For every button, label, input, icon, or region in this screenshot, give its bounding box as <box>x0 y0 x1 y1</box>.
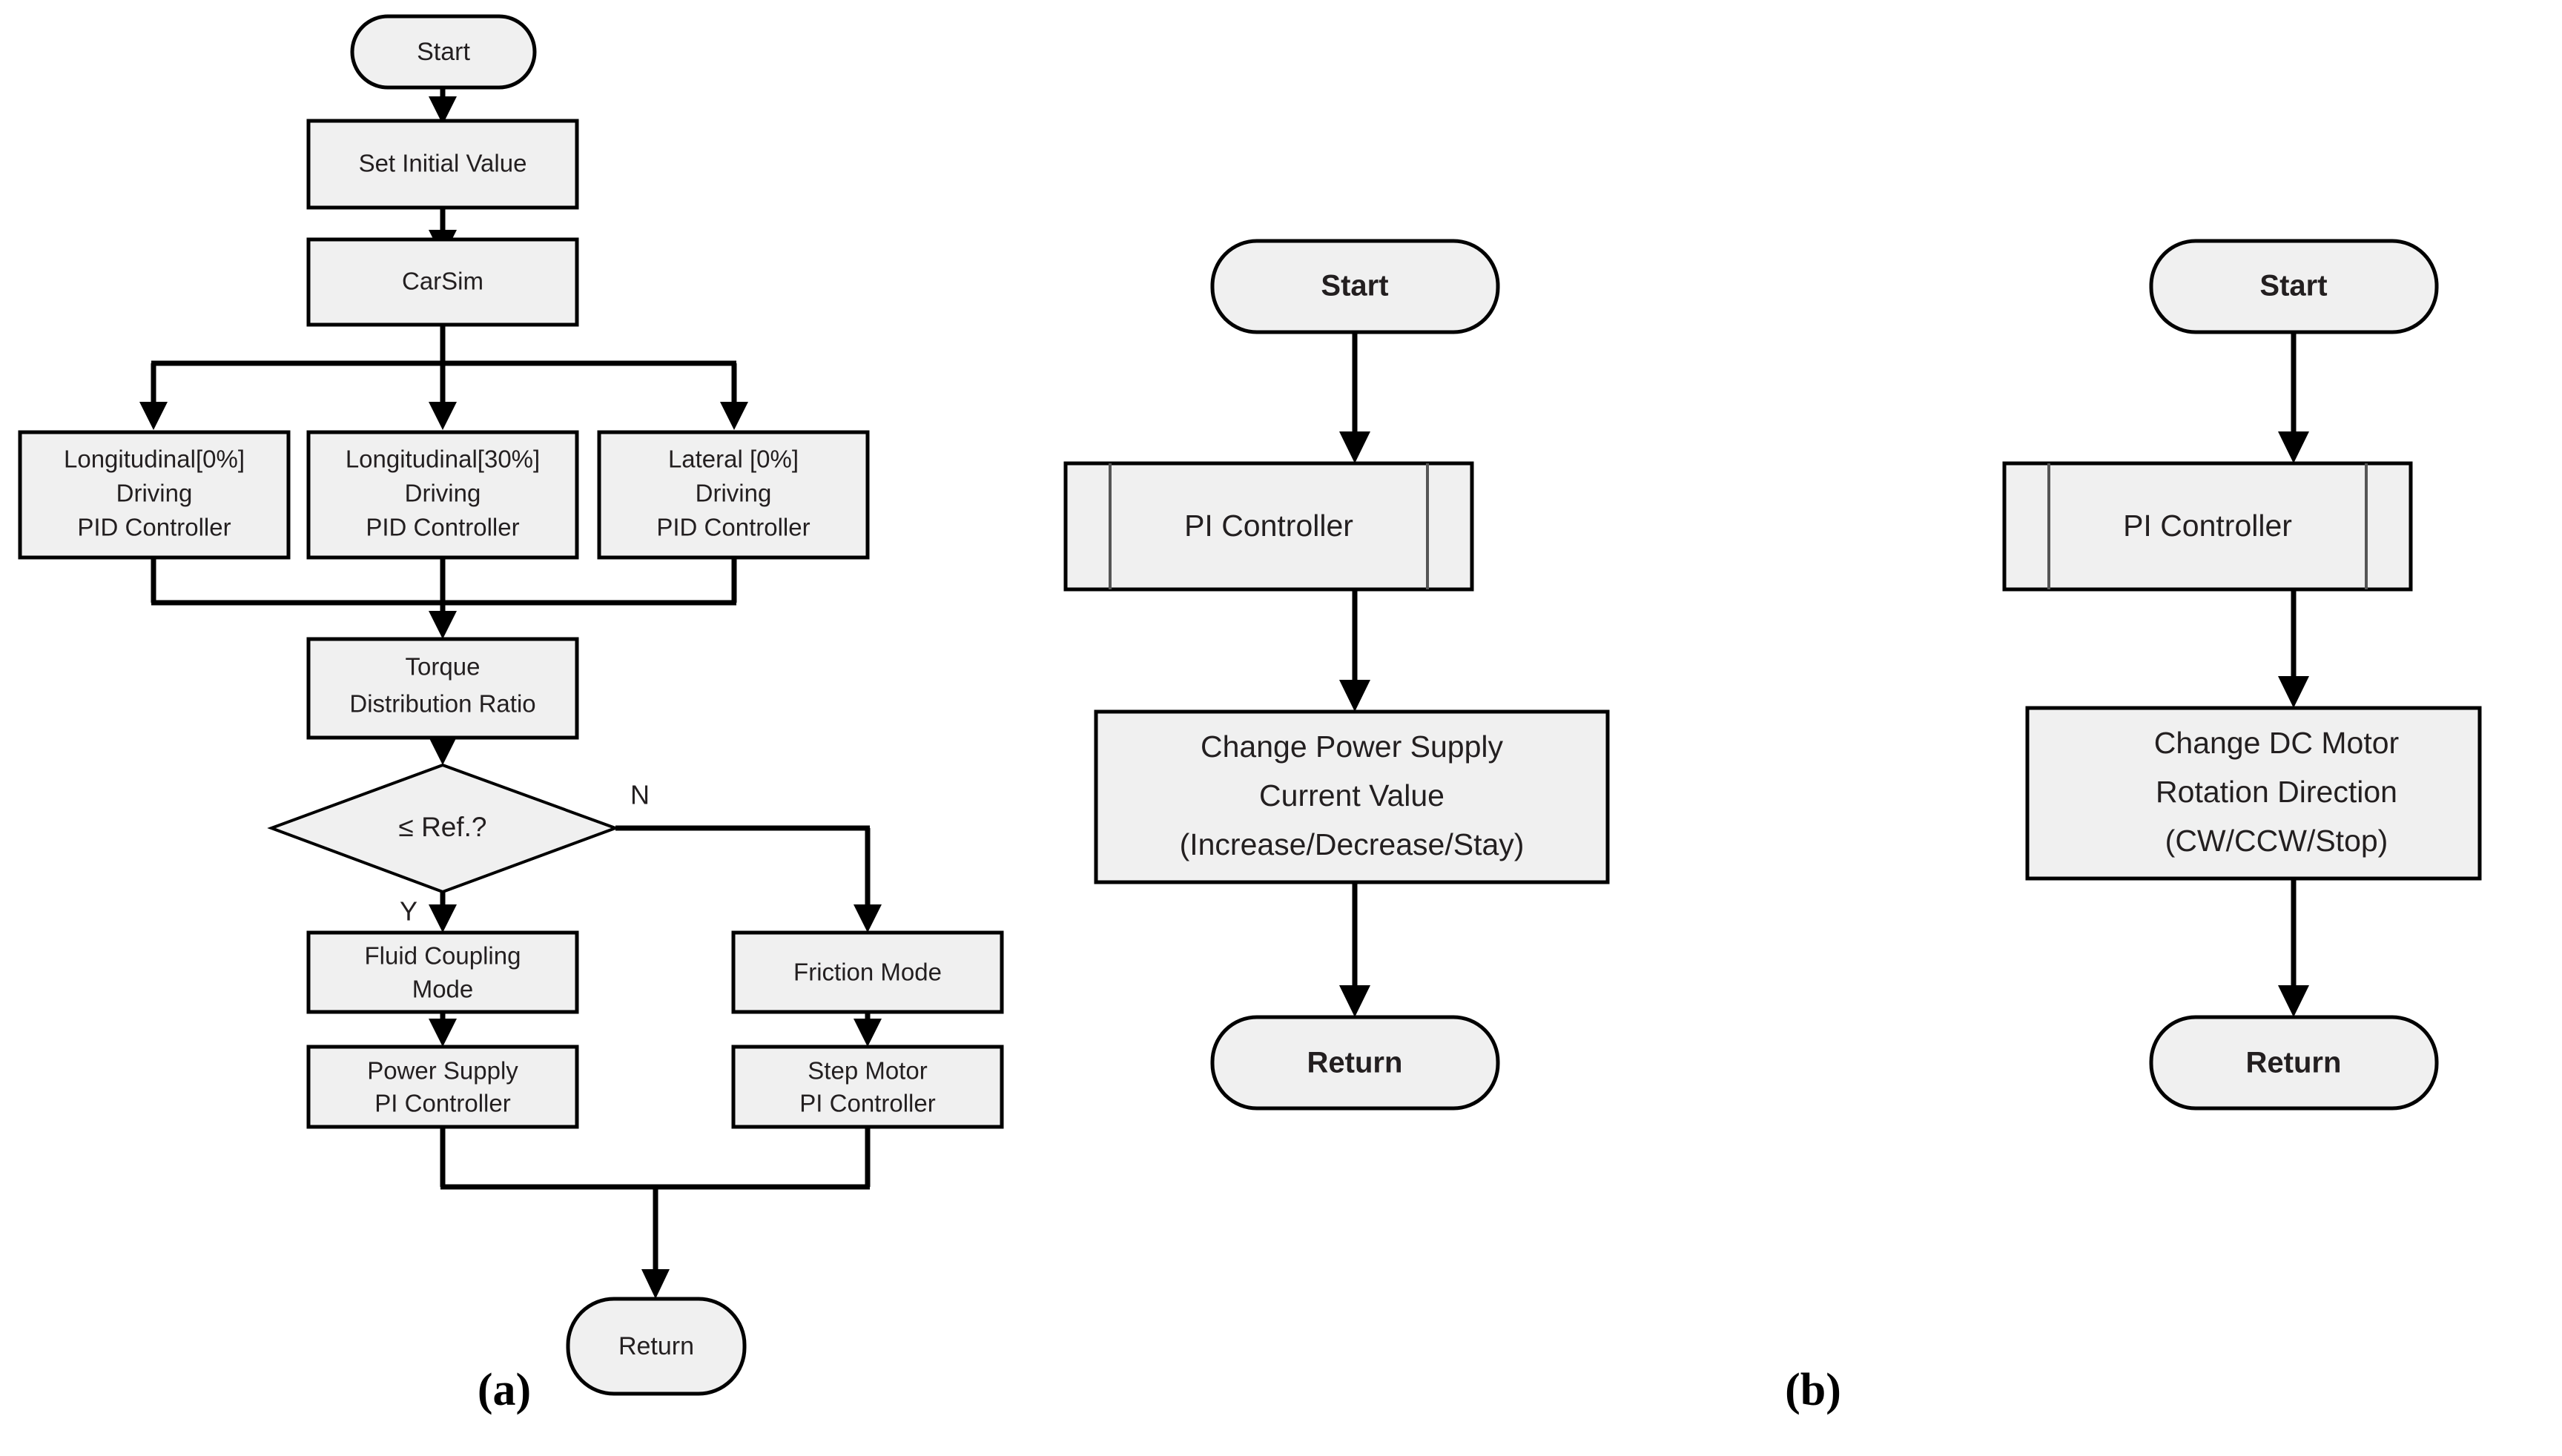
node-a-power-supply-line1: Power Supply <box>367 1057 518 1085</box>
node-c-return-label: Return <box>2246 1047 2342 1079</box>
node-a-start-label: Start <box>417 38 470 66</box>
node-c-change-line3: (CW/CCW/Stop) <box>2165 824 2388 858</box>
node-a-longitudinal-30-line3: PID Controller <box>366 514 519 541</box>
node-a-step-motor-line2: PI Controller <box>799 1090 935 1117</box>
node-b-start[interactable]: Start <box>1210 239 1500 334</box>
node-a-longitudinal-0[interactable]: Longitudinal[0%] Driving PID Controller <box>18 430 291 560</box>
node-b-pi-controller[interactable]: PI Controller <box>1063 461 1474 592</box>
edge-label-yes: Y <box>400 896 417 927</box>
node-b-pi-controller-label: PI Controller <box>1184 509 1353 543</box>
node-a-longitudinal-30-line2: Driving <box>405 480 481 507</box>
node-c-change-line2: Rotation Direction <box>2156 775 2397 809</box>
edge-b-start-to-pi <box>1339 332 1370 463</box>
edge-torque-to-decision <box>429 737 457 765</box>
node-a-decision-ref[interactable]: ≤ Ref.? <box>267 763 620 894</box>
node-c-return[interactable]: Return <box>2149 1015 2439 1111</box>
node-c-start[interactable]: Start <box>2149 239 2439 334</box>
node-b-return[interactable]: Return <box>1210 1015 1500 1111</box>
node-a-longitudinal-30-line1: Longitudinal[30%] <box>346 446 540 473</box>
panel-c-group: Start PI Controller Change DC Motor Rota… <box>2002 239 2482 1111</box>
node-b-change-line3: (Increase/Decrease/Stay) <box>1180 827 1525 861</box>
node-a-return[interactable]: Return <box>566 1297 747 1396</box>
edge-c-start-to-pi <box>2278 332 2309 463</box>
node-b-change-power-supply-current-value[interactable]: Change Power Supply Current Value (Incre… <box>1094 709 1610 884</box>
edge-b-change-to-return <box>1339 882 1370 1017</box>
edge-carsim-fanout <box>139 325 748 430</box>
node-a-torque-line1: Torque <box>406 653 481 681</box>
edge-start-to-set-initial <box>429 87 457 125</box>
node-a-friction-mode-label: Friction Mode <box>793 959 942 986</box>
node-a-carsim-label: CarSim <box>402 268 483 295</box>
node-a-lateral-0-line3: PID Controller <box>656 514 810 541</box>
node-a-start[interactable]: Start <box>350 14 537 90</box>
edge-pid-merge <box>151 557 737 639</box>
node-b-start-label: Start <box>1321 270 1388 302</box>
node-a-lateral-0-line1: Lateral [0%] <box>668 446 799 473</box>
edge-merge-to-return <box>440 1127 871 1299</box>
node-a-longitudinal-0-line3: PID Controller <box>77 514 231 541</box>
node-a-torque-line2: Distribution Ratio <box>349 690 535 718</box>
node-c-change-dc-motor-rotation-direction[interactable]: Change DC Motor Rotation Direction (CW/C… <box>2025 706 2482 881</box>
edge-c-pi-to-change <box>2278 589 2309 708</box>
node-a-fluid-coupling-mode[interactable]: Fluid Coupling Mode <box>306 930 579 1014</box>
edge-decision-no <box>615 825 882 933</box>
node-c-pi-controller-label: PI Controller <box>2123 509 2292 543</box>
edge-fluid-to-powersupply <box>429 1012 457 1047</box>
node-b-change-line1: Change Power Supply <box>1201 729 1503 764</box>
node-c-start-label: Start <box>2259 270 2327 302</box>
node-a-carsim[interactable]: CarSim <box>306 237 579 327</box>
node-a-fluid-coupling-line2: Mode <box>412 976 474 1003</box>
node-a-longitudinal-0-line2: Driving <box>116 480 193 507</box>
node-a-decision-label: ≤ Ref.? <box>398 812 486 842</box>
caption-b: (b) <box>1785 1365 1841 1415</box>
node-c-change-line1: Change DC Motor <box>2154 726 2399 760</box>
node-a-power-supply-pi-controller[interactable]: Power Supply PI Controller <box>306 1045 579 1129</box>
edge-b-pi-to-change <box>1339 589 1370 712</box>
node-a-set-initial-value-label: Set Initial Value <box>359 150 527 177</box>
panel-a-group: Start Set Initial Value CarSim Longitudi… <box>18 14 1004 1396</box>
node-a-torque-distribution-ratio[interactable]: Torque Distribution Ratio <box>306 637 579 740</box>
node-a-lateral-0[interactable]: Lateral [0%] Driving PID Controller <box>597 430 870 560</box>
node-a-set-initial-value[interactable]: Set Initial Value <box>306 119 579 210</box>
edge-friction-to-stepmotor <box>854 1012 882 1047</box>
node-a-longitudinal-0-line1: Longitudinal[0%] <box>64 446 245 473</box>
node-a-power-supply-line2: PI Controller <box>374 1090 510 1117</box>
panel-b-group: Start PI Controller Change Power Supply … <box>1063 239 1610 1111</box>
caption-a: (a) <box>477 1365 532 1415</box>
node-a-friction-mode[interactable]: Friction Mode <box>731 930 1004 1014</box>
node-a-return-label: Return <box>618 1332 694 1360</box>
node-a-step-motor-line1: Step Motor <box>808 1057 927 1085</box>
node-b-return-label: Return <box>1307 1047 1403 1079</box>
node-a-lateral-0-line2: Driving <box>696 480 772 507</box>
node-b-change-line2: Current Value <box>1259 778 1445 813</box>
node-a-step-motor-pi-controller[interactable]: Step Motor PI Controller <box>731 1045 1004 1129</box>
node-a-longitudinal-30[interactable]: Longitudinal[30%] Driving PID Controller <box>306 430 579 560</box>
edge-decision-yes <box>429 892 457 933</box>
edge-label-no: N <box>630 780 650 810</box>
node-a-fluid-coupling-line1: Fluid Coupling <box>365 942 521 970</box>
node-c-pi-controller[interactable]: PI Controller <box>2002 461 2413 592</box>
edge-c-change-to-return <box>2278 878 2309 1017</box>
